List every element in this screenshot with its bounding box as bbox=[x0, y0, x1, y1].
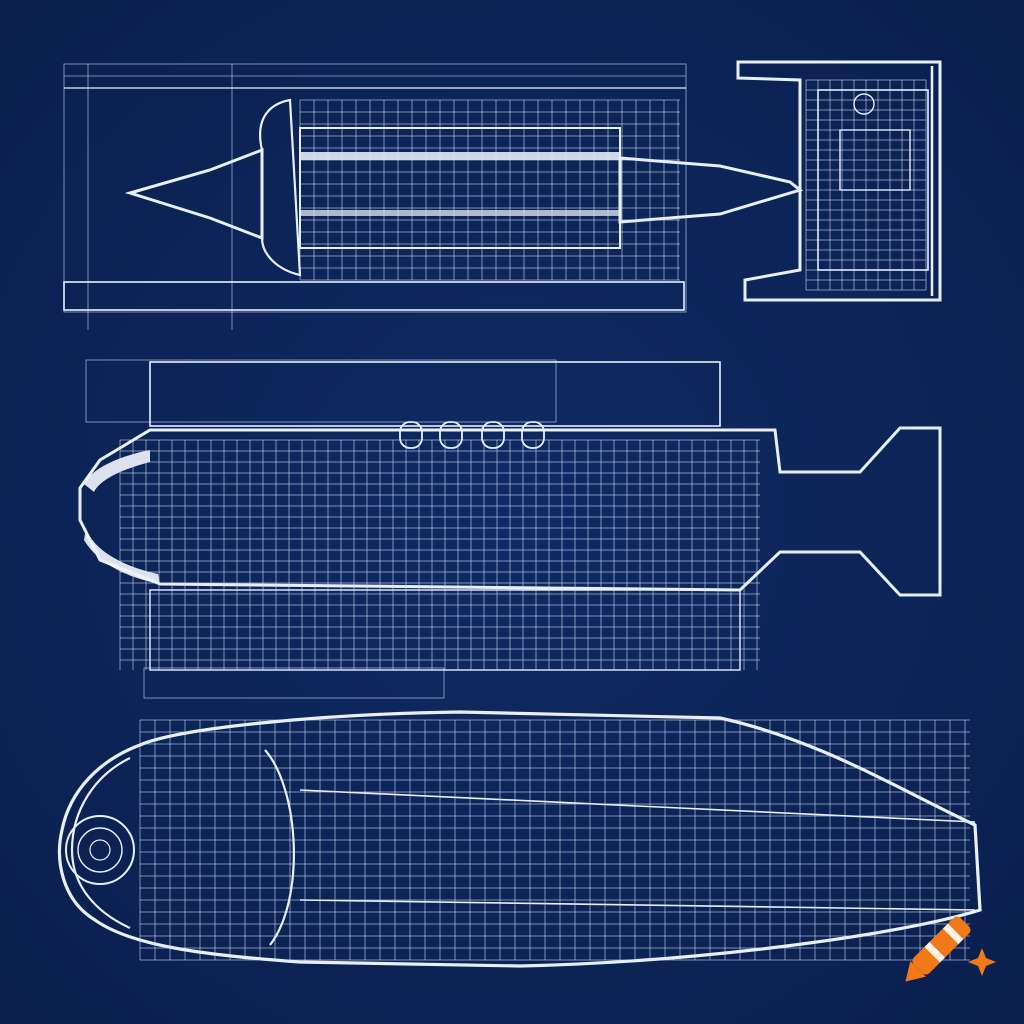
crayon-sparkle-icon bbox=[905, 916, 996, 982]
porthole-row bbox=[399, 421, 545, 449]
bottom-hull-cutaway bbox=[58, 710, 982, 968]
top-right-cross-section bbox=[736, 60, 942, 302]
top-ship-side-elevation bbox=[63, 63, 804, 330]
middle-ship-side-elevation bbox=[78, 359, 942, 699]
